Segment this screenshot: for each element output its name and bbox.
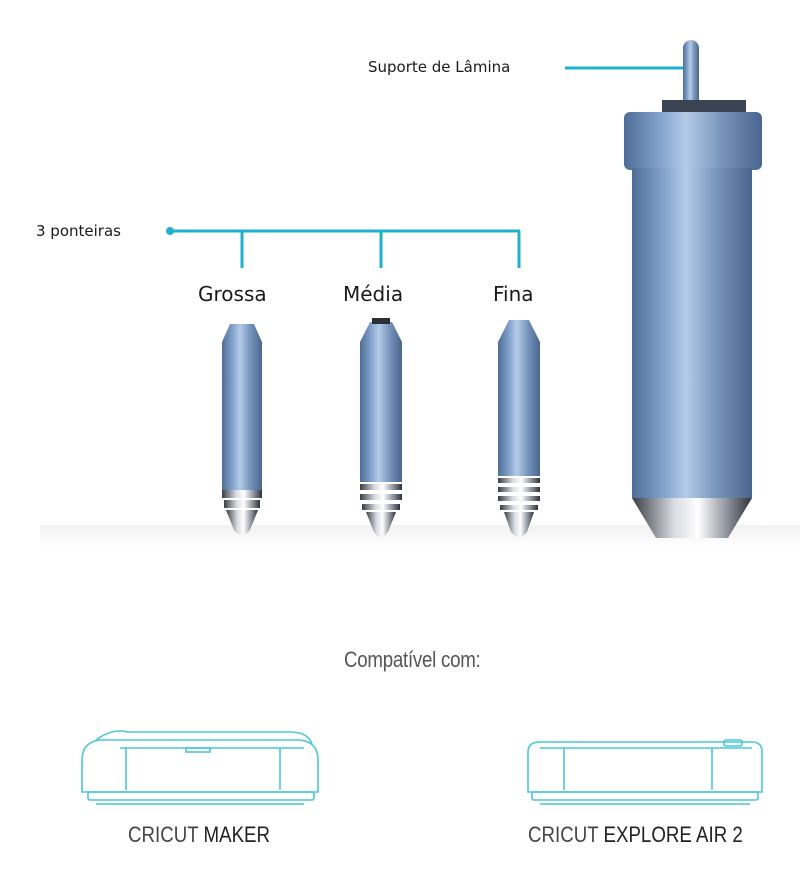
floor-shadow — [40, 525, 800, 547]
machine-model: MAKER — [203, 822, 271, 847]
tip-medium-label: Média — [343, 282, 404, 306]
cricut-explore-air-2-illustration — [527, 739, 763, 805]
tips-connector — [166, 227, 521, 268]
blade-holder — [624, 40, 762, 538]
machine-model: EXPLORE AIR 2 — [603, 822, 743, 847]
machine-name-maker: CRICUT MAKER — [128, 822, 270, 848]
tip-coarse-label: Grossa — [198, 282, 267, 306]
tip-fine — [498, 320, 540, 537]
tip-coarse — [222, 324, 262, 535]
tips-group-label: 3 ponteiras — [36, 222, 121, 240]
machine-brand: CRICUT — [528, 822, 599, 847]
tip-medium — [360, 318, 402, 537]
compatibility-title: Compatível com: — [344, 647, 481, 672]
cricut-maker-illustration — [81, 730, 319, 805]
tip-fine-label: Fina — [493, 282, 534, 306]
machine-brand: CRICUT — [128, 822, 199, 847]
machine-name-explore-air-2: CRICUT EXPLORE AIR 2 — [528, 822, 743, 848]
blade-holder-label: Suporte de Lâmina — [368, 58, 511, 76]
